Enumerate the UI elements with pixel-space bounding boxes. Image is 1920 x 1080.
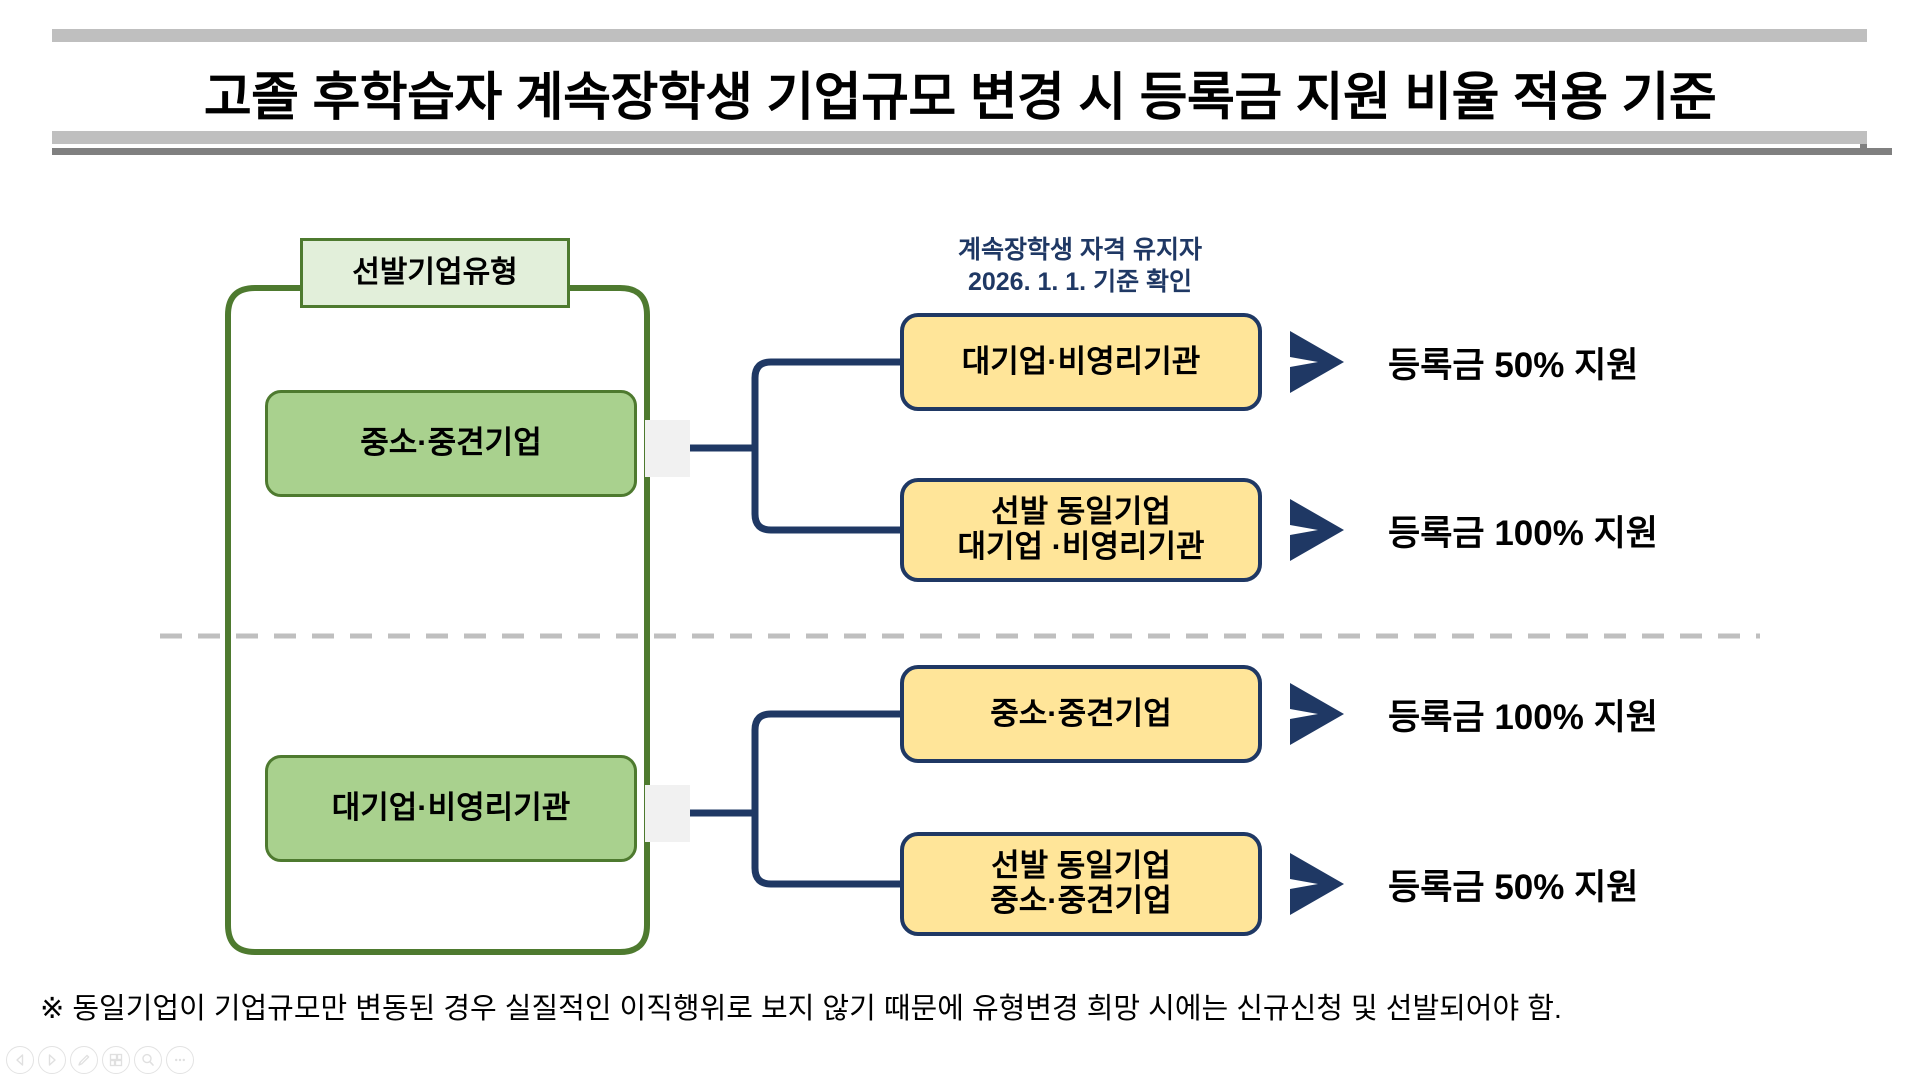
target-box-4-label-line2: 중소·중견기업 <box>990 883 1172 918</box>
title-rule-bottom-thick <box>52 131 1867 144</box>
title-banner: 고졸 후학습자 계속장학생 기업규모 변경 시 등록금 지원 비율 적용 기준 <box>0 0 1920 170</box>
scholarship-note-line-1: 계속장학생 자격 유지자 <box>958 236 1202 264</box>
target-box-1[interactable]: 대기업·비영리기관 <box>900 313 1262 411</box>
target-box-3[interactable]: 중소·중견기업 <box>900 665 1262 763</box>
branch2-to-target2 <box>751 813 900 888</box>
result-label-1: 등록금 50% 지원 <box>1388 345 1639 385</box>
next-slide-icon[interactable] <box>38 1046 66 1074</box>
slide-grid-icon[interactable] <box>102 1046 130 1074</box>
branch1-to-target2 <box>751 448 900 534</box>
green-bracket <box>225 285 650 955</box>
previous-slide-icon[interactable] <box>6 1046 34 1074</box>
source-box-large-nonprofit[interactable]: 대기업·비영리기관 <box>265 755 637 862</box>
selected-company-type-label: 선발기업유형 <box>300 238 570 308</box>
target-box-4-label-line1: 선발 동일기업 <box>991 848 1171 884</box>
more-options-icon[interactable] <box>166 1046 194 1074</box>
connector-crossing-mask <box>645 785 690 842</box>
title-rule-bottom-thin <box>52 148 1892 155</box>
target-box-2-label-line1: 선발 동일기업 <box>991 494 1171 530</box>
scholarship-note-line-2: 2026. 1. 1. 기준 확인 <box>967 268 1193 296</box>
zoom-icon[interactable] <box>134 1046 162 1074</box>
chevron-right-icon <box>1290 853 1344 915</box>
target-box-2[interactable]: 선발 동일기업 대기업 ·비영리기관 <box>900 478 1262 582</box>
page-title: 고졸 후학습자 계속장학생 기업규모 변경 시 등록금 지원 비율 적용 기준 <box>203 69 1717 127</box>
title-rule-shadow <box>1860 144 1867 155</box>
scholarship-eligibility-note: 계속장학생 자격 유지자 2026. 1. 1. 기준 확인 <box>845 234 1315 298</box>
chevron-right-icon <box>1290 331 1344 393</box>
pen-icon[interactable] <box>70 1046 98 1074</box>
footnote-text: ※ 동일기업이 기업규모만 변동된 경우 실질적인 이직행위로 보지 않기 때문… <box>40 993 1562 1025</box>
target-box-4[interactable]: 선발 동일기업 중소·중견기업 <box>900 832 1262 936</box>
branch1-to-target1 <box>751 358 900 448</box>
result-label-4: 등록금 50% 지원 <box>1388 867 1639 907</box>
result-row-1: 등록금 50% 지원 <box>1288 327 1639 397</box>
result-label-2: 등록금 100% 지원 <box>1388 513 1658 553</box>
target-box-1-label: 대기업·비영리기관 <box>961 343 1201 379</box>
title-rule-top <box>52 29 1867 42</box>
connector-crossing-mask <box>645 420 690 477</box>
chevron-right-icon <box>1290 683 1344 745</box>
result-row-3: 등록금 100% 지원 <box>1288 679 1658 749</box>
target-box-3-label: 중소·중견기업 <box>990 695 1172 731</box>
branch2-to-target1 <box>751 710 900 813</box>
result-row-4: 등록금 50% 지원 <box>1288 849 1639 919</box>
source-box-sme[interactable]: 중소·중견기업 <box>265 390 637 497</box>
result-row-2: 등록금 100% 지원 <box>1288 495 1658 565</box>
chevron-right-icon <box>1290 499 1344 561</box>
presentation-toolbar[interactable] <box>6 1046 194 1074</box>
result-label-3: 등록금 100% 지원 <box>1388 697 1658 737</box>
target-box-2-label-line2: 대기업 ·비영리기관 <box>957 529 1205 564</box>
